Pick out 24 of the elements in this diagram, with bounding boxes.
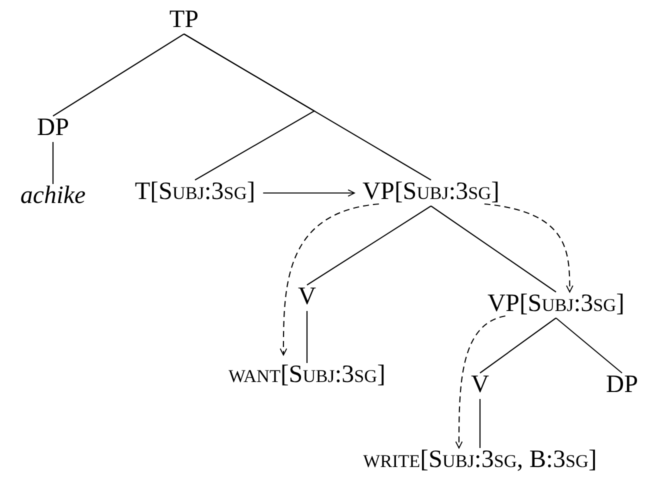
arrow [263,189,355,197]
tree-node-label: VP[Subj:3sg] [488,290,624,318]
tree-node-label: DP [37,114,69,142]
tree-branch [306,206,432,286]
tree-node-label: T[Subj:3sg] [134,178,256,206]
tree-node-label: VP[Subj:3sg] [362,178,500,206]
arrow [484,203,574,292]
tree-branch [306,311,308,363]
tree-branch [430,206,556,292]
tree-node-label: write[Subj:3sg, B:3sg] [363,446,597,474]
arrow [280,203,380,356]
tree-node-label: TP [169,6,199,34]
tree-branch [184,34,432,180]
tree-branch [479,399,481,448]
tree-node-label: DP [606,371,638,399]
tree-node-label: want[Subj:3sg] [228,361,386,389]
tree-node-label: V [470,371,490,399]
arrow [455,315,506,448]
tree-branch [52,34,184,116]
tree-branch [480,318,556,374]
tree-branch [52,142,54,184]
tree-branch [556,318,622,374]
tree-node-label: V [298,283,316,311]
tree-node-label: achike [20,182,86,210]
